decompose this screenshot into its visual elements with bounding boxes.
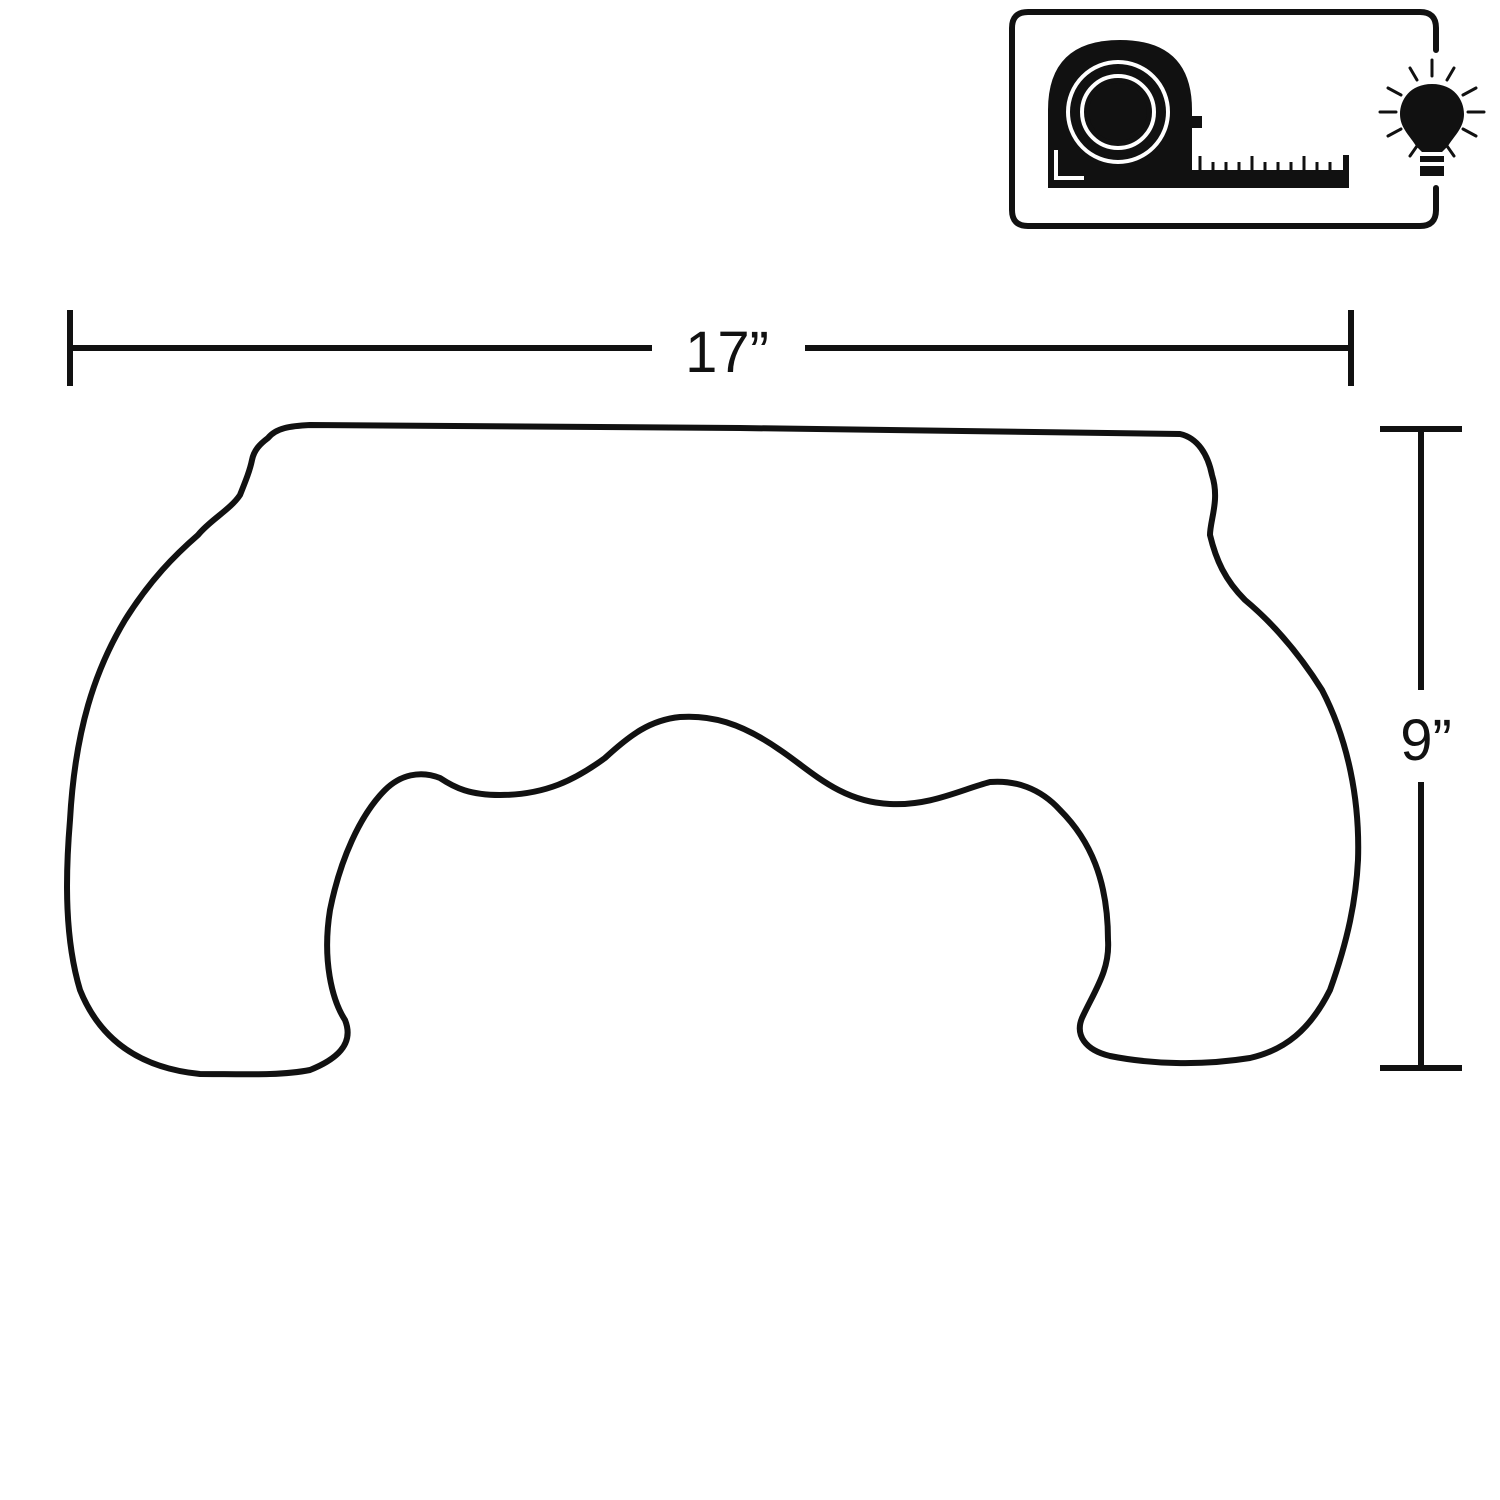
width-dimension: 17” [67,310,1354,386]
width-label: 17” [685,320,769,385]
pillow-outline [64,422,1362,1078]
light-bulb-icon [1378,58,1486,176]
height-dimension: 9” [1380,426,1462,1071]
tape-measure-icon [1048,40,1349,188]
badge-frame [1009,9,1439,229]
info-badge [1009,9,1486,229]
height-label: 9” [1400,708,1452,773]
